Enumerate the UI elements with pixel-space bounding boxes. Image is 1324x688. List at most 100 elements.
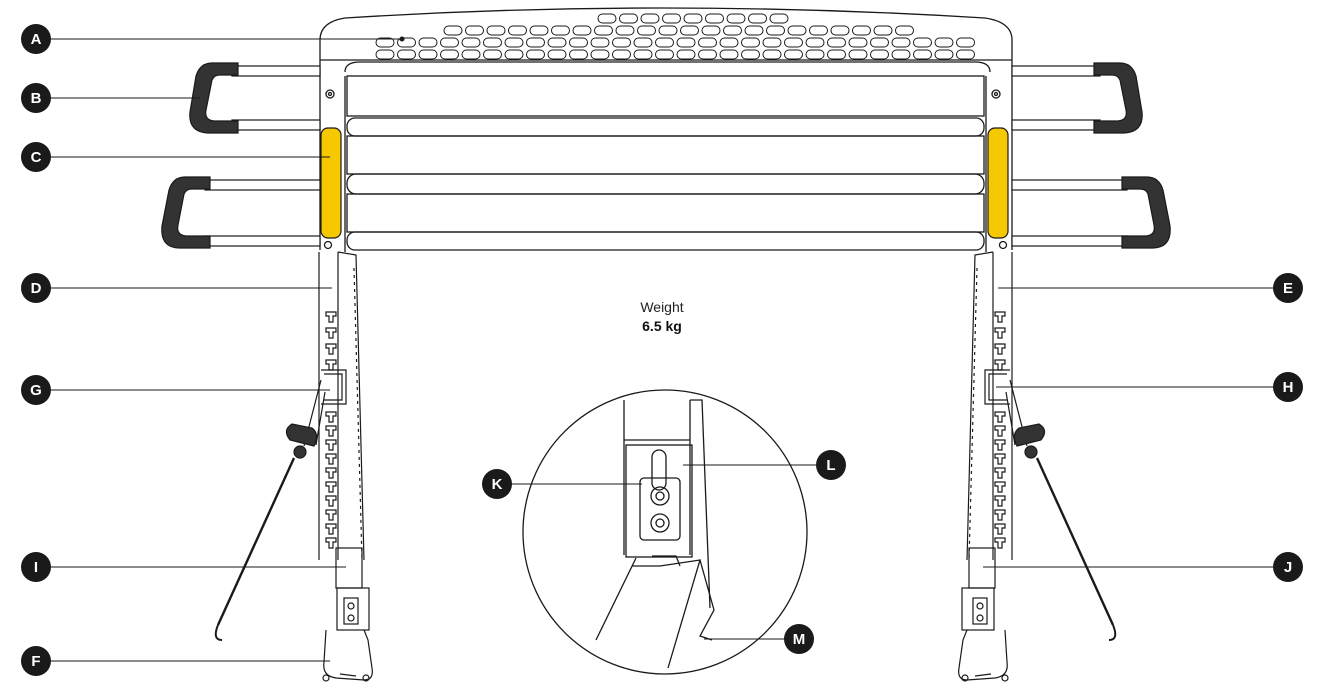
perforation-hole bbox=[633, 49, 653, 60]
leg-slot bbox=[325, 467, 337, 479]
perforation-hole bbox=[662, 13, 681, 24]
perforation-hole bbox=[744, 25, 764, 36]
perforation-hole bbox=[547, 37, 567, 48]
svg-text:B: B bbox=[31, 90, 42, 107]
perforation-hole bbox=[397, 37, 416, 48]
perforation-hole bbox=[486, 25, 506, 36]
perforation-hole bbox=[934, 37, 954, 48]
leg-slot bbox=[325, 343, 337, 355]
leg-slot bbox=[325, 439, 337, 451]
svg-text:J: J bbox=[1284, 559, 1292, 576]
perforation-hole bbox=[397, 49, 416, 60]
perforation-hole bbox=[640, 13, 660, 24]
leg-slot bbox=[325, 481, 337, 493]
leg-slot bbox=[994, 327, 1006, 339]
perforation-hole bbox=[956, 37, 975, 48]
svg-text:G: G bbox=[30, 382, 42, 399]
perforation-hole bbox=[590, 37, 610, 48]
yellow-strip-left bbox=[320, 127, 342, 239]
callout-J: J bbox=[1273, 552, 1303, 582]
callout-I: I bbox=[21, 552, 51, 582]
perforation-hole bbox=[375, 37, 395, 48]
perforation-hole bbox=[769, 13, 789, 24]
perforation-hole bbox=[805, 37, 825, 48]
leg-slot bbox=[994, 439, 1006, 451]
perforation-hole bbox=[637, 25, 656, 36]
leg-slot bbox=[325, 327, 337, 339]
perforation-hole bbox=[483, 37, 502, 48]
perforation-hole bbox=[848, 49, 868, 60]
svg-text:M: M bbox=[793, 631, 806, 648]
leg-slot bbox=[325, 311, 337, 323]
svg-text:D: D bbox=[31, 280, 42, 297]
perforation-hole bbox=[483, 49, 502, 60]
leg-slot bbox=[994, 509, 1006, 521]
perforation-hole bbox=[723, 25, 742, 36]
perforation-hole bbox=[676, 49, 696, 60]
svg-text:E: E bbox=[1283, 280, 1293, 297]
leg-slot bbox=[325, 509, 337, 521]
perforation-hole bbox=[784, 49, 803, 60]
perforation-hole bbox=[440, 49, 459, 60]
leg-left bbox=[214, 251, 373, 682]
perforation-hole bbox=[698, 37, 717, 48]
perforation-hole bbox=[848, 37, 868, 48]
perforation-hole bbox=[827, 37, 846, 48]
perforation-hole bbox=[569, 49, 588, 60]
leg-slot bbox=[994, 467, 1006, 479]
perforation-hole bbox=[726, 13, 746, 24]
perforation-hole bbox=[805, 49, 825, 60]
perforation-hole bbox=[748, 13, 767, 24]
perforation-hole bbox=[615, 25, 635, 36]
callout-F: F bbox=[21, 646, 51, 676]
perforation-hole bbox=[913, 37, 932, 48]
leg-slot bbox=[994, 523, 1006, 535]
perforation-hole bbox=[590, 49, 610, 60]
perforation-hole bbox=[680, 25, 699, 36]
weight-label: Weight bbox=[640, 299, 683, 315]
perforation-hole bbox=[683, 13, 703, 24]
perforation-hole bbox=[701, 25, 721, 36]
leg-slot bbox=[325, 523, 337, 535]
leg-slot bbox=[994, 311, 1006, 323]
svg-text:C: C bbox=[31, 149, 42, 166]
leg-slot bbox=[994, 411, 1006, 423]
lower-handle-right bbox=[1011, 176, 1171, 249]
perforation-hole bbox=[418, 37, 438, 48]
leg-slot bbox=[994, 481, 1006, 493]
callout-L: L bbox=[816, 450, 846, 480]
callout-K: K bbox=[482, 469, 512, 499]
perforation-holes bbox=[375, 13, 975, 60]
svg-text:H: H bbox=[1283, 379, 1294, 396]
perforation-hole bbox=[440, 37, 459, 48]
leg-slot bbox=[994, 359, 1006, 371]
callout-C: C bbox=[21, 142, 51, 172]
frame-body bbox=[319, 75, 1013, 252]
perforation-hole bbox=[934, 49, 954, 60]
perforation-hole bbox=[891, 49, 911, 60]
leader-lines bbox=[51, 36, 1288, 662]
upper-handle-left bbox=[189, 62, 321, 134]
perforation-hole bbox=[870, 37, 889, 48]
perforation-hole bbox=[461, 49, 481, 60]
leg-slot bbox=[325, 425, 337, 437]
yellow-strip-right bbox=[987, 127, 1009, 239]
perforation-hole bbox=[705, 13, 724, 24]
perforation-hole bbox=[612, 37, 631, 48]
perforation-hole bbox=[529, 25, 549, 36]
perforation-hole bbox=[572, 25, 592, 36]
leg-slot bbox=[994, 537, 1006, 549]
perforation-hole bbox=[594, 25, 613, 36]
perforation-hole bbox=[461, 37, 481, 48]
perforation-hole bbox=[465, 25, 484, 36]
leg-slot bbox=[325, 453, 337, 465]
perforation-hole bbox=[787, 25, 807, 36]
perforation-hole bbox=[870, 49, 889, 60]
leg-slot bbox=[325, 495, 337, 507]
perforation-hole bbox=[504, 49, 524, 60]
perforation-hole bbox=[655, 37, 674, 48]
perforation-hole bbox=[827, 49, 846, 60]
leg-slot bbox=[994, 425, 1006, 437]
perforation-hole bbox=[741, 37, 760, 48]
